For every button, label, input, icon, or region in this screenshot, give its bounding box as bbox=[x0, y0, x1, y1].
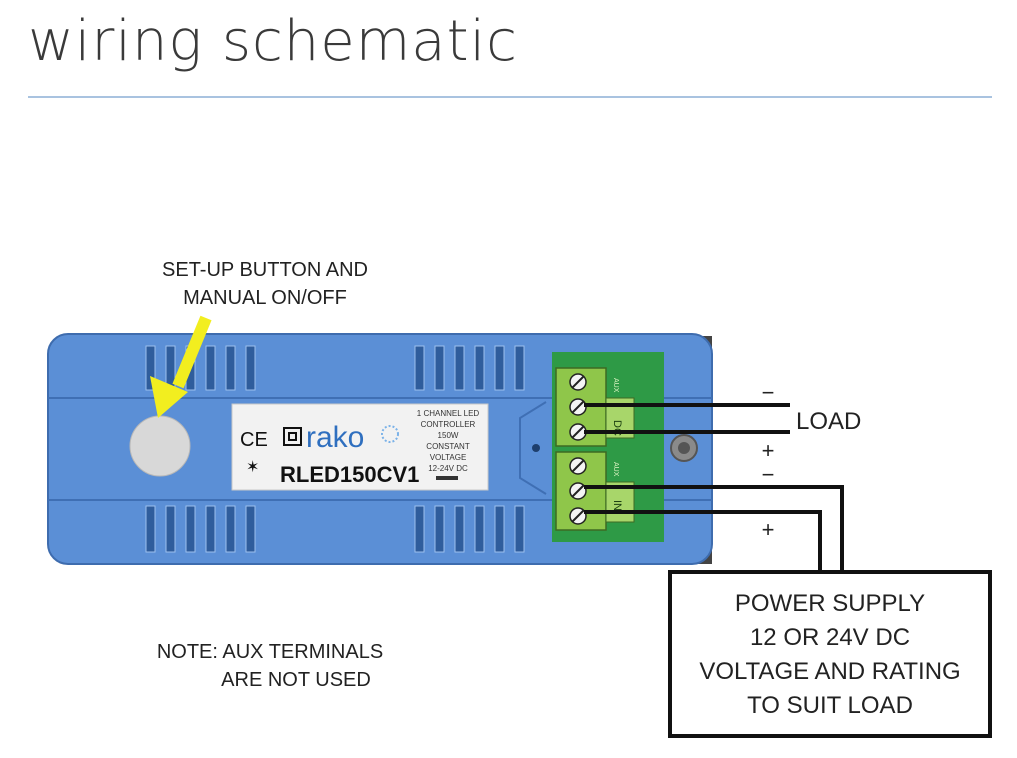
label-plate: CE rako ✶ RLED150CV1 1 CHANNEL LED CONTR… bbox=[231, 403, 489, 491]
spec-line-3: 150W bbox=[438, 431, 459, 440]
setup-callout-line1: SET-UP BUTTON AND bbox=[162, 259, 368, 281]
power-supply-box bbox=[668, 570, 992, 738]
in-block-label: IN bbox=[611, 500, 623, 511]
spec-line-6: 12-24V DC bbox=[428, 464, 468, 473]
spec-line-1: 1 CHANNEL LED bbox=[417, 409, 480, 418]
spec-line-5: VOLTAGE bbox=[430, 453, 467, 462]
brand-sun-icon bbox=[381, 425, 399, 443]
load-label: LOAD bbox=[796, 408, 861, 435]
supply-negative: − bbox=[762, 462, 775, 487]
setup-callout-line2: MANUAL ON/OFF bbox=[183, 287, 347, 309]
supply-wires bbox=[584, 485, 844, 572]
page-title: wiring schematic bbox=[28, 9, 518, 74]
spec-line-4: CONSTANT bbox=[426, 442, 470, 451]
power-supply-line1: POWER SUPPLY bbox=[735, 590, 925, 617]
setup-arrow-icon bbox=[150, 315, 212, 418]
load-negative: − bbox=[762, 380, 775, 405]
load-wires bbox=[584, 403, 790, 434]
lamp-icon: ✶ bbox=[246, 459, 259, 476]
brand-logo: rako bbox=[306, 421, 364, 454]
double-insulation-icon bbox=[283, 427, 302, 446]
power-supply-line2: 12 OR 24V DC bbox=[750, 624, 910, 651]
load-positive: + bbox=[762, 438, 775, 463]
power-supply-line4: TO SUIT LOAD bbox=[747, 692, 913, 719]
spec-line-2: CONTROLLER bbox=[421, 420, 476, 429]
ce-mark: CE bbox=[240, 429, 268, 451]
power-supply-line3: VOLTAGE AND RATING bbox=[699, 658, 960, 685]
setup-button bbox=[129, 415, 191, 477]
aux-label-bottom: AUX bbox=[612, 462, 619, 477]
aux-label-top: AUX bbox=[612, 378, 619, 393]
note-line1: NOTE: AUX TERMINALS bbox=[157, 641, 383, 663]
supply-positive: + bbox=[762, 517, 775, 542]
title-divider bbox=[28, 96, 992, 98]
note-line2: ARE NOT USED bbox=[221, 669, 371, 691]
model-number: RLED150CV1 bbox=[280, 462, 419, 487]
